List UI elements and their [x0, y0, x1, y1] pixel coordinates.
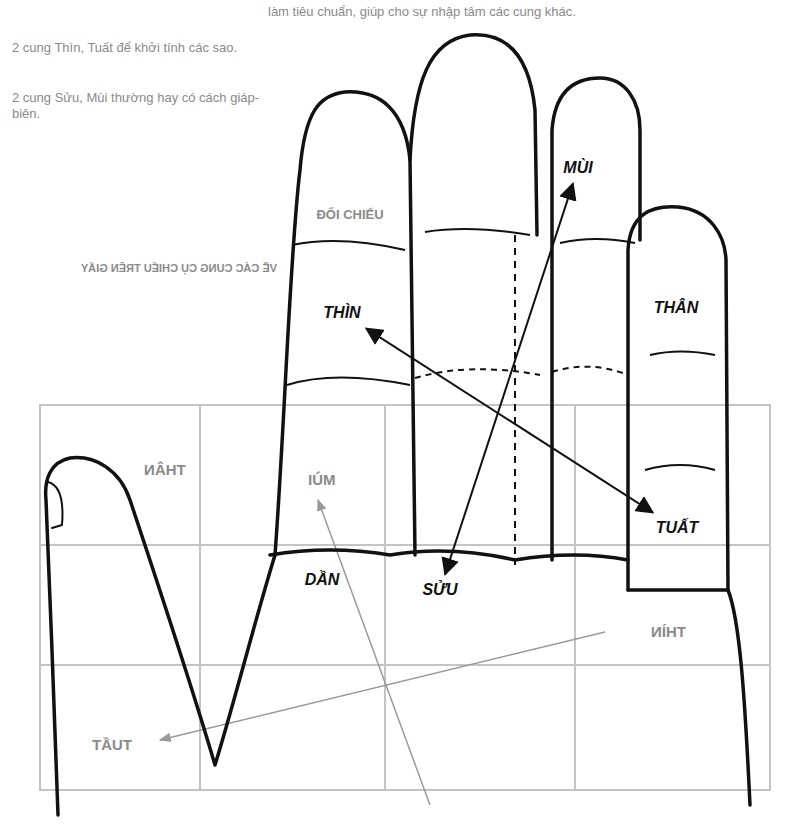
- bleed-through-text: 2 cung Sửu, Mùi thường hay có cách giáp-…: [12, 90, 262, 123]
- hand-outline: [46, 35, 750, 815]
- palace-label: TUẤT: [653, 516, 702, 539]
- palace-name: THÌN: [323, 303, 360, 322]
- bleed-through-text: THÌN: [651, 623, 686, 642]
- palace-name: SỬU: [422, 580, 457, 599]
- bleed-through-text: làm tiêu chuẩn, giúp cho sự nhập tâm các…: [268, 4, 576, 20]
- faint-text: THÂN: [144, 461, 186, 480]
- palace-name: DẦN: [305, 570, 340, 589]
- palace-label: THÌN: [320, 301, 363, 324]
- connector-arrow: [445, 184, 573, 575]
- faint-text: MÙI: [308, 471, 336, 490]
- faint-arrows: [160, 500, 605, 805]
- faint-text: 2 cung Thìn, Tuất để khởi tính các sao.: [12, 40, 262, 56]
- faint-text: 2 cung Sửu, Mùi thường hay có cách giáp-…: [12, 90, 262, 123]
- connector-arrow: [366, 329, 652, 513]
- palace-name: THÂN: [654, 298, 698, 317]
- faint-grid: [40, 405, 770, 790]
- palace-label: MÙI: [560, 156, 595, 179]
- faint-text: TUẤT: [92, 736, 132, 755]
- faint-text: THÌN: [651, 623, 686, 642]
- palace-label: DẦN: [302, 568, 343, 591]
- faint-text: VẼ CÁC CUNG CỤ CHIẾU TRÊN GIẤY: [22, 262, 277, 276]
- palace-name: MÙI: [563, 158, 592, 177]
- finger-creases: [287, 229, 715, 565]
- bleed-through-text: VẼ CÁC CUNG CỤ CHIẾU TRÊN GIẤY: [22, 262, 277, 276]
- bleed-through-text: ĐỐI CHIẾU: [316, 207, 383, 223]
- faint-text: ĐỐI CHIẾU: [316, 207, 383, 223]
- bleed-through-text: THÂN: [144, 461, 186, 480]
- bleed-through-text: MÙI: [308, 471, 336, 490]
- palace-name: TUẤT: [656, 518, 699, 537]
- bleed-through-text: TUẤT: [92, 736, 132, 755]
- palace-label: THÂN: [651, 296, 701, 319]
- faint-text: làm tiêu chuẩn, giúp cho sự nhập tâm các…: [268, 4, 576, 20]
- palace-label: SỬU: [419, 578, 460, 601]
- bleed-through-text: 2 cung Thìn, Tuất để khởi tính các sao.: [12, 40, 262, 56]
